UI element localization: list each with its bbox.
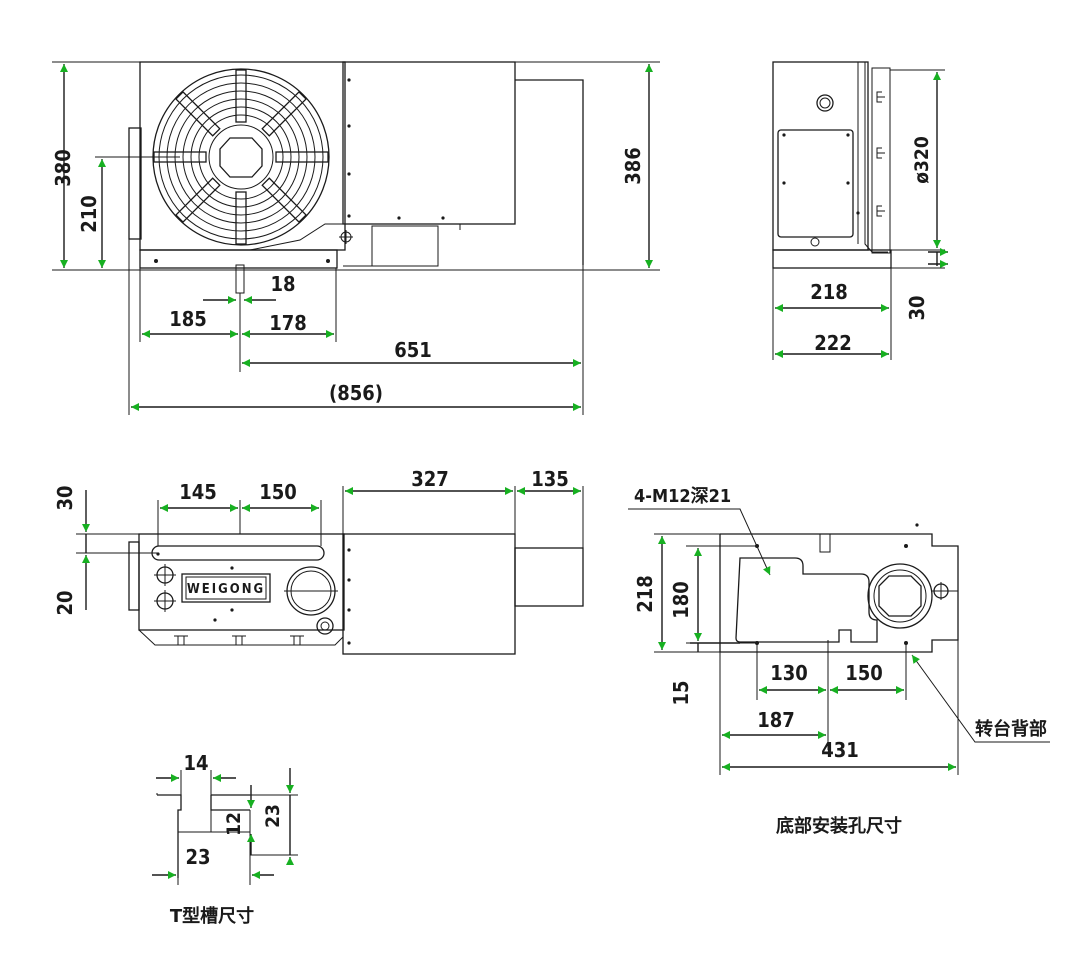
dim-218-side: 218 <box>810 280 848 304</box>
dim-135: 135 <box>531 467 569 491</box>
tslot-extension-lines <box>177 770 298 885</box>
top-view: WEIGONG <box>53 467 584 655</box>
tslot-detail: 14 12 23 23 T型槽尺寸 <box>152 751 298 927</box>
front-bolt-marks <box>154 78 445 294</box>
dim-180: 180 <box>669 581 693 619</box>
dim-856: (856) <box>329 381 383 405</box>
front-extension-lines <box>52 61 660 415</box>
bottom-dimension-lines <box>628 508 1050 771</box>
bottom-extension-lines <box>654 533 959 775</box>
dim-20-top: 20 <box>53 590 77 615</box>
dim-145: 145 <box>179 480 217 504</box>
dim-380: 380 <box>51 149 75 187</box>
dim-431: 431 <box>821 738 859 762</box>
hole-callout: 4-M12深21 <box>634 485 731 507</box>
side-extension-lines <box>772 69 945 360</box>
brand-plate: WEIGONG <box>187 582 265 597</box>
back-note: 转台背部 <box>975 718 1047 740</box>
top-view-body: WEIGONG <box>128 533 584 655</box>
tslot-dimension-lines <box>152 768 294 879</box>
front-view-body <box>128 61 584 269</box>
dim-178: 178 <box>269 311 307 335</box>
side-view: ø320 218 222 30 <box>772 61 948 360</box>
side-dimension-lines <box>775 72 948 358</box>
dim-30-top: 30 <box>53 485 77 510</box>
dim-187: 187 <box>757 708 795 732</box>
bottom-caption: 底部安装孔尺寸 <box>776 815 902 837</box>
top-dimension-lines <box>82 487 581 610</box>
top-extension-lines <box>76 486 584 554</box>
dim-30-side: 30 <box>905 295 929 320</box>
front-dimension-lines <box>60 64 653 411</box>
dim-15: 15 <box>669 680 693 705</box>
front-view: 380 210 386 18 185 178 651 (856) <box>51 61 660 415</box>
bottom-view: 4-M12深21 218 180 15 130 150 187 431 转台背部… <box>628 485 1050 837</box>
dim-phi320: ø320 <box>911 136 933 184</box>
dim-651: 651 <box>394 338 432 362</box>
side-view-body <box>772 61 892 269</box>
dim-130: 130 <box>770 661 808 685</box>
tslot-caption: T型槽尺寸 <box>170 905 254 927</box>
dim-386: 386 <box>621 147 645 185</box>
dim-23-vertical: 23 <box>262 804 284 828</box>
dim-222: 222 <box>814 331 852 355</box>
dim-18: 18 <box>270 272 295 296</box>
dim-185: 185 <box>169 307 207 331</box>
dim-327: 327 <box>411 467 449 491</box>
dim-210: 210 <box>77 195 101 233</box>
dim-23-horizontal: 23 <box>185 845 210 869</box>
dim-12: 12 <box>223 812 245 836</box>
dim-14: 14 <box>183 751 208 775</box>
dim-150-top: 150 <box>259 480 297 504</box>
dim-218-bottom: 218 <box>633 575 657 613</box>
dim-150-bottom: 150 <box>845 661 883 685</box>
